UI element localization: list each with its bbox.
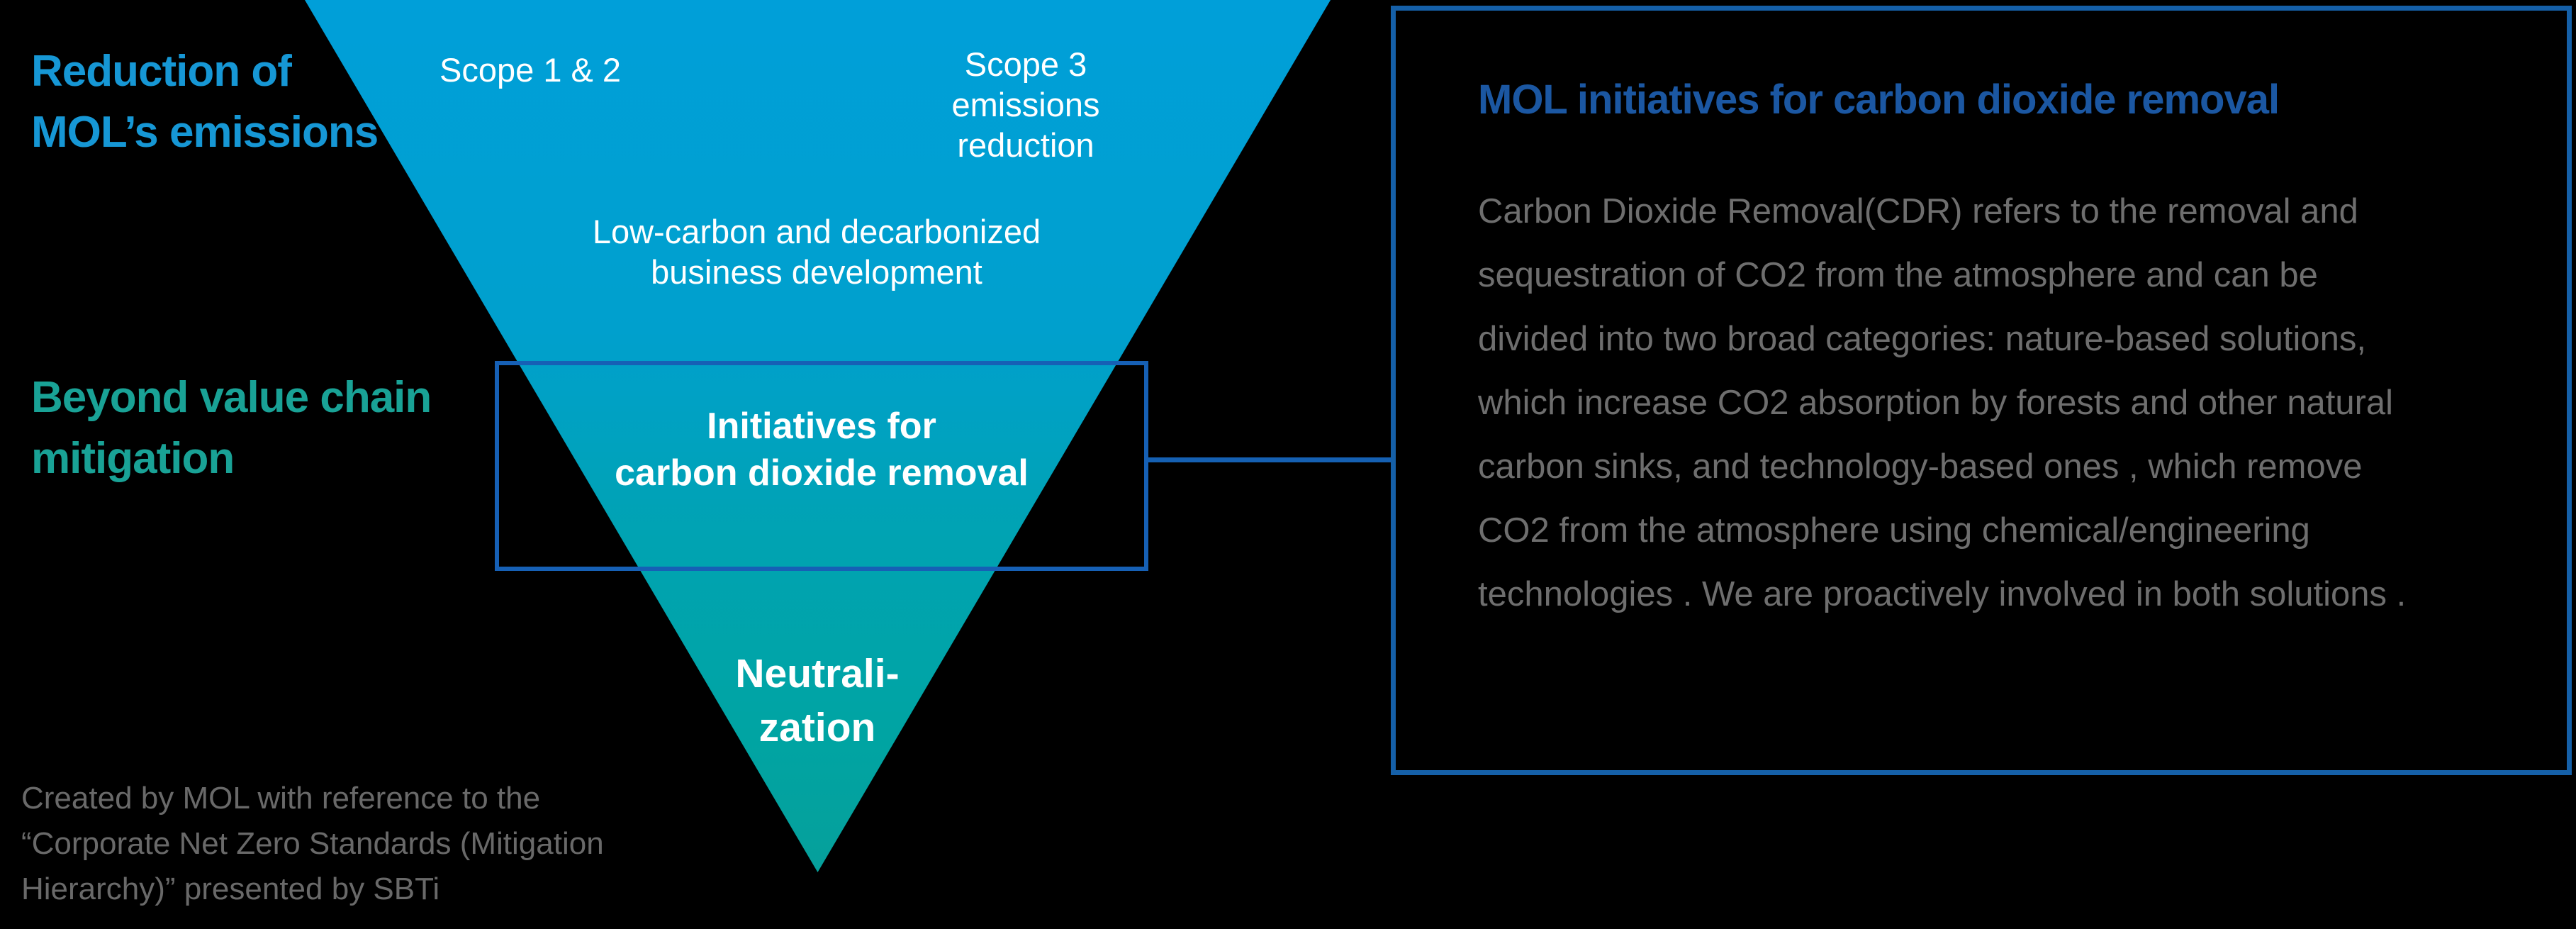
funnel-label-scope-3-line: emissions	[951, 86, 1100, 123]
funnel-label-neutralization: Neutrali- zation	[640, 647, 995, 755]
connector-line	[1148, 457, 1391, 462]
source-citation-line: “Corporate Net Zero Standards (Mitigatio…	[21, 826, 604, 861]
label-beyond-line: Beyond value chain	[31, 373, 432, 422]
cdr-panel-body-line: Carbon Dioxide Removal(CDR) refers to th…	[1478, 192, 2358, 230]
funnel-label-low-carbon: Low-carbon and decarbonized business dev…	[498, 211, 1136, 292]
source-citation-line: Created by MOL with reference to the	[21, 781, 541, 816]
cdr-initiatives-box-line: Initiatives for	[707, 406, 936, 447]
funnel-label-low-carbon-line: business development	[651, 253, 982, 291]
source-citation-line: Hierarchy)” presented by SBTi	[21, 872, 440, 906]
funnel-label-neutralization-line: zation	[758, 705, 876, 750]
cdr-panel-body-line: divided into two broad categories: natur…	[1478, 320, 2366, 358]
label-reduction-line: MOL’s emissions	[31, 108, 379, 157]
funnel-label-scope-3-line: Scope 3	[964, 45, 1087, 83]
label-reduction-of-mol-emissions: Reduction of MOL’s emissions	[31, 41, 379, 163]
label-reduction-line: Reduction of	[31, 47, 292, 96]
funnel-label-scope-3-line: reduction	[957, 126, 1094, 164]
funnel-label-scope-3: Scope 3 emissions reduction	[884, 44, 1167, 165]
cdr-panel-body: Carbon Dioxide Removal(CDR) refers to th…	[1478, 179, 2527, 626]
cdr-panel-body-line: CO2 from the atmosphere using chemical/e…	[1478, 511, 2310, 550]
cdr-info-panel: MOL initiatives for carbon dioxide remov…	[1391, 6, 2572, 775]
cdr-panel-body-line: sequestration of CO2 from the atmosphere…	[1478, 256, 2318, 294]
funnel-label-scope-1-2: Scope 1 & 2	[439, 51, 622, 89]
source-citation: Created by MOL with reference to the “Co…	[21, 776, 604, 912]
cdr-panel-title: MOL initiatives for carbon dioxide remov…	[1478, 77, 2280, 123]
cdr-panel-body-line: carbon sinks, and technology-based ones …	[1478, 447, 2363, 486]
label-beyond-value-chain-mitigation: Beyond value chain mitigation	[31, 367, 432, 489]
cdr-panel-body-line: which increase CO2 absorption by forests…	[1478, 384, 2394, 422]
cdr-panel-body-line: technologies . We are proactively involv…	[1478, 575, 2407, 613]
label-beyond-line: mitigation	[31, 434, 235, 483]
funnel-label-low-carbon-line: Low-carbon and decarbonized	[592, 213, 1041, 250]
cdr-initiatives-box-line: carbon dioxide removal	[615, 452, 1029, 494]
cdr-initiatives-box: Initiatives for carbon dioxide removal	[495, 361, 1148, 571]
funnel-label-neutralization-line: Neutrali-	[735, 651, 900, 696]
